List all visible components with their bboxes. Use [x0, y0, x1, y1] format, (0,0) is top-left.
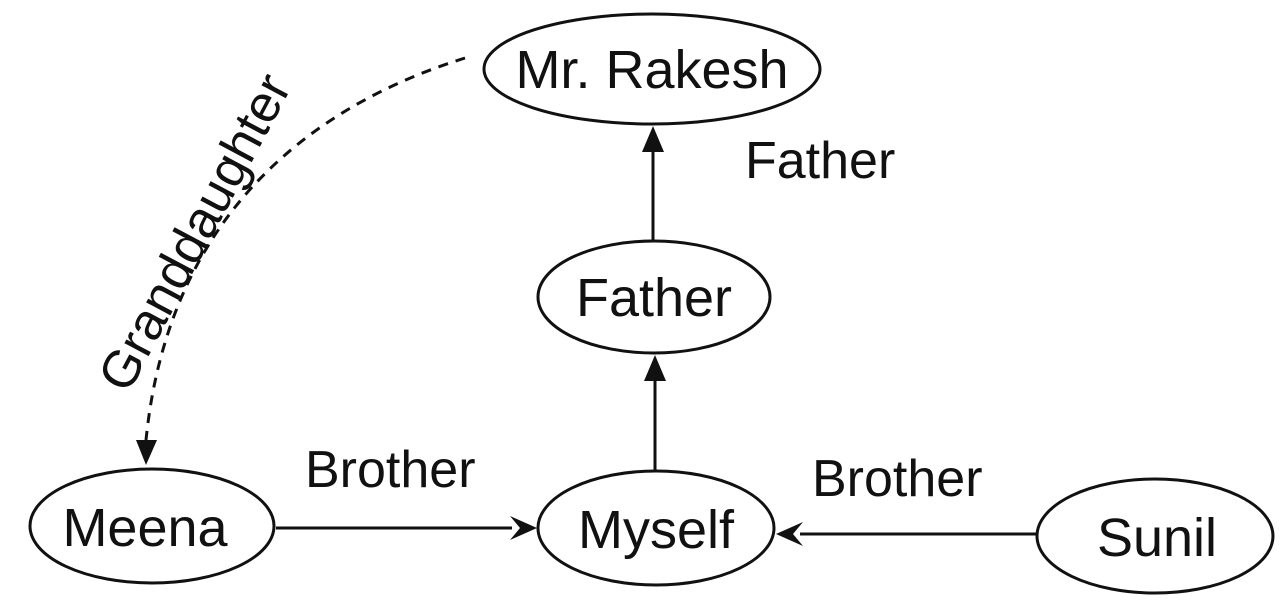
node-shape — [536, 469, 776, 587]
node-label: Mr. Rakesh — [515, 40, 788, 100]
node-label: Father — [576, 268, 732, 328]
arrowhead-icon — [776, 522, 803, 546]
node-meena: Meena — [28, 467, 276, 585]
node-label: Meena — [62, 498, 228, 558]
arrowhead-icon — [510, 516, 537, 540]
arrowhead-icon — [644, 355, 666, 381]
arrowhead-icon — [642, 126, 664, 152]
node-rakesh: Mr. Rakesh — [482, 12, 822, 126]
edge-label-brother-right: Brother — [812, 450, 983, 508]
node-label: Sunil — [1097, 508, 1217, 568]
edge-label-father: Father — [745, 132, 895, 190]
node-label: Myself — [578, 500, 735, 560]
node-shape — [28, 467, 276, 585]
edge-label-brother-left: Brother — [305, 441, 476, 499]
node-myself: Myself — [536, 469, 776, 587]
node-father: Father — [536, 239, 772, 355]
node-shape — [482, 12, 822, 126]
node-shape — [1035, 477, 1275, 595]
edge-label-granddaughter: Granddaughter — [87, 65, 302, 401]
edges — [136, 56, 1036, 546]
edge-rakesh-to-meena — [144, 56, 466, 441]
arrowhead-icon — [136, 440, 157, 465]
node-sunil: Sunil — [1035, 477, 1275, 595]
node-shape — [536, 239, 772, 355]
